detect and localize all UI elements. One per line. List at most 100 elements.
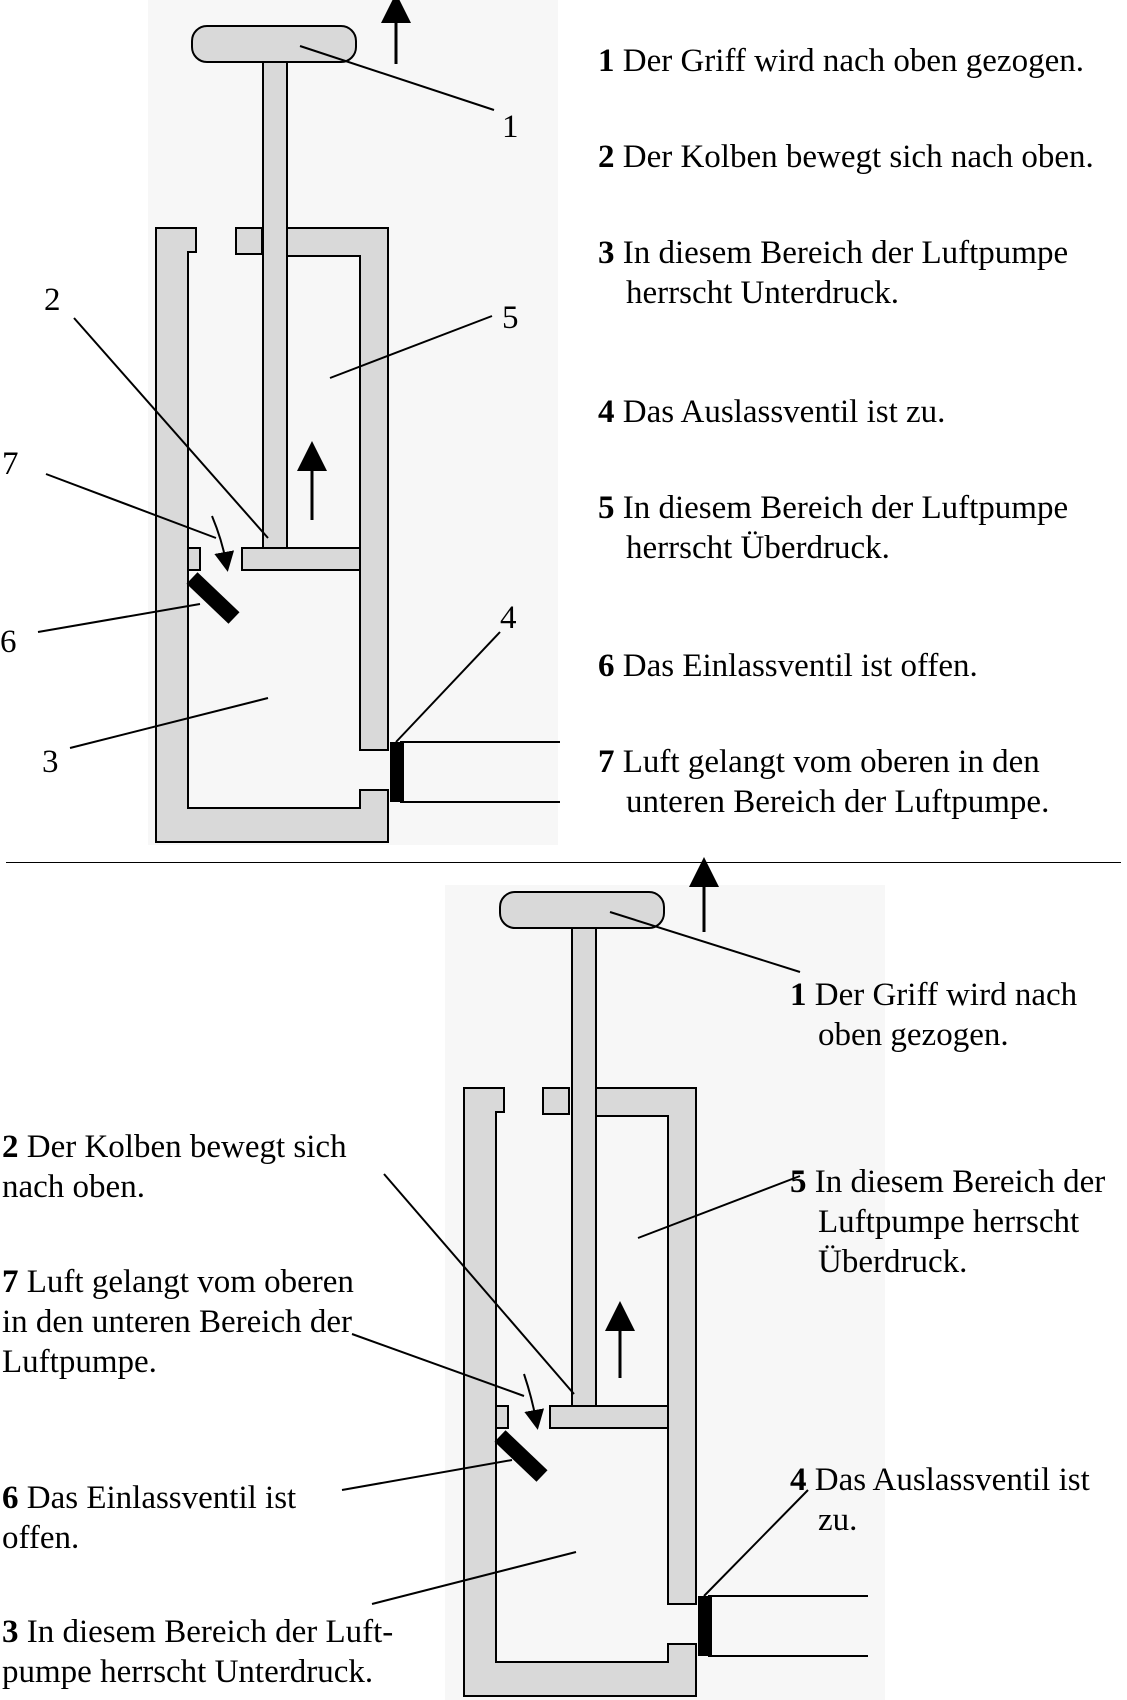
bottom-label-7: 7 Luft gelangt vom oberen in den unteren… (2, 1262, 354, 1382)
top-leader-6 (37, 603, 201, 633)
top-handle (191, 25, 357, 63)
bottom-pump-background (445, 885, 885, 1700)
label-text: oben gezogen. (818, 1017, 1009, 1053)
legend-text: Der Kolben bewegt sich nach oben. (622, 139, 1094, 175)
label-text: zu. (818, 1502, 858, 1538)
bottom-outlet-valve (698, 1596, 712, 1656)
top-outlet-valve (390, 742, 404, 802)
label-text: Das Auslassventil ist (814, 1462, 1090, 1498)
bottom-leader-5 (637, 1175, 801, 1239)
bottom-air-flow-arrow (523, 1373, 545, 1430)
label-text: In diesem Bereich der Luft- (26, 1614, 394, 1650)
top-leader-2 (73, 317, 269, 539)
top-cylinder-left-wall (155, 227, 389, 843)
top-callout-1: 1 (502, 109, 519, 145)
label-text: In diesem Bereich der (814, 1164, 1106, 1200)
bottom-label-4: 4 Das Auslassventil ist zu. (790, 1460, 1090, 1540)
bottom-cylinder-right-wall (595, 1087, 697, 1605)
top-callout-2: 2 (44, 282, 61, 318)
legend-text: Das Auslassventil ist zu. (622, 394, 946, 430)
bottom-label-3: 3 In diesem Bereich der Luft- pumpe herr… (2, 1612, 393, 1692)
label-text: Der Griff wird nach (814, 977, 1078, 1013)
top-piston-plate (241, 547, 361, 571)
bottom-cylinder-left-wall (463, 1087, 697, 1697)
top-legend-6: 6 Das Einlassventil ist offen. (598, 646, 978, 686)
panel-divider (6, 862, 1121, 863)
top-leader-3 (69, 697, 269, 749)
top-legend-2: 2 Der Kolben bewegt sich nach oben. (598, 137, 1094, 177)
top-leader-7 (45, 473, 217, 539)
legend-text: In diesem Bereich der Luftpumpe (622, 235, 1069, 271)
legend-text: herrscht Überdruck. (626, 530, 890, 566)
label-text: offen. (2, 1520, 80, 1556)
label-num: 4 (790, 1462, 807, 1498)
top-callout-4: 4 (500, 600, 517, 636)
legend-num: 7 (598, 744, 615, 780)
top-inlet-valve-seat (187, 547, 201, 571)
label-num: 3 (2, 1614, 19, 1650)
top-inlet-valve (186, 572, 240, 624)
bottom-cylinder-cap-left (542, 1087, 570, 1115)
top-legend-1: 1 Der Griff wird nach oben gezogen. (598, 41, 1084, 81)
top-legend-4: 4 Das Auslassventil ist zu. (598, 392, 945, 432)
bottom-leader-6 (341, 1459, 513, 1491)
top-piston-rod (262, 57, 288, 549)
bottom-label-1: 1 Der Griff wird nach oben gezogen. (790, 975, 1077, 1055)
top-legend-3: 3 In diesem Bereich der Luftpumpe herrsc… (598, 233, 1068, 313)
legend-num: 3 (598, 235, 615, 271)
bottom-handle (499, 891, 665, 929)
label-text: nach oben. (2, 1169, 145, 1205)
top-pump: 1 2 3 4 5 6 7 (0, 0, 560, 843)
bottom-leader-7 (351, 1333, 525, 1397)
legend-text: Luft gelangt vom oberen in den (622, 744, 1040, 780)
top-callout-3: 3 (42, 744, 59, 780)
label-text: Überdruck. (818, 1244, 968, 1280)
legend-num: 1 (598, 43, 615, 79)
legend-text: herrscht Unterdruck. (626, 275, 900, 311)
bottom-pump (341, 857, 868, 1697)
label-text: Luftpumpe herrscht (818, 1204, 1080, 1240)
label-text: Der Kolben bewegt sich (26, 1129, 347, 1165)
label-num: 2 (2, 1129, 19, 1165)
top-legend-5: 5 In diesem Bereich der Luftpumpe herrsc… (598, 488, 1068, 568)
bottom-inlet-valve (494, 1430, 548, 1482)
label-num: 5 (790, 1164, 807, 1200)
legend-num: 4 (598, 394, 615, 430)
top-callout-5: 5 (502, 300, 519, 336)
bottom-piston-rod (571, 927, 597, 1407)
legend-num: 5 (598, 490, 615, 526)
legend-text: In diesem Bereich der Luftpumpe (622, 490, 1069, 526)
legend-num: 2 (598, 139, 615, 175)
bottom-piston-plate (549, 1405, 669, 1429)
label-num: 6 (2, 1480, 19, 1516)
bottom-label-5: 5 In diesem Bereich der Luftpumpe herrsc… (790, 1162, 1105, 1282)
label-text: in den unteren Bereich der (2, 1304, 353, 1340)
label-text: pumpe herrscht Unterdruck. (2, 1654, 374, 1690)
top-pump-background (148, 0, 558, 845)
label-text: Luft gelangt vom oberen (26, 1264, 354, 1300)
top-leader-5 (329, 315, 493, 379)
top-leader-1 (299, 45, 495, 111)
label-num: 1 (790, 977, 807, 1013)
legend-text: unteren Bereich der Luftpumpe. (626, 784, 1050, 820)
bottom-leader-4 (703, 1489, 809, 1597)
legend-text: Das Einlassventil ist offen. (622, 648, 978, 684)
bottom-leader-3 (371, 1551, 577, 1605)
bottom-leader-1 (609, 911, 801, 973)
label-text: Luftpumpe. (2, 1344, 157, 1380)
bottom-label-2: 2 Der Kolben bewegt sich nach oben. (2, 1127, 347, 1207)
legend-text: Der Griff wird nach oben gezogen. (622, 43, 1084, 79)
bottom-label-6: 6 Das Einlassventil ist offen. (2, 1478, 296, 1558)
top-air-flow-arrow (211, 515, 235, 572)
top-callout-6: 6 (0, 624, 17, 660)
label-num: 7 (2, 1264, 19, 1300)
bottom-inlet-valve-seat (495, 1405, 509, 1429)
bottom-leader-2 (383, 1173, 575, 1395)
top-cylinder-cap-left (235, 227, 263, 255)
legend-num: 6 (598, 648, 615, 684)
top-cylinder-right-wall (286, 227, 389, 751)
top-callout-7: 7 (2, 446, 19, 482)
top-legend-7: 7 Luft gelangt vom oberen in den unteren… (598, 742, 1049, 822)
top-leader-4 (395, 631, 501, 743)
